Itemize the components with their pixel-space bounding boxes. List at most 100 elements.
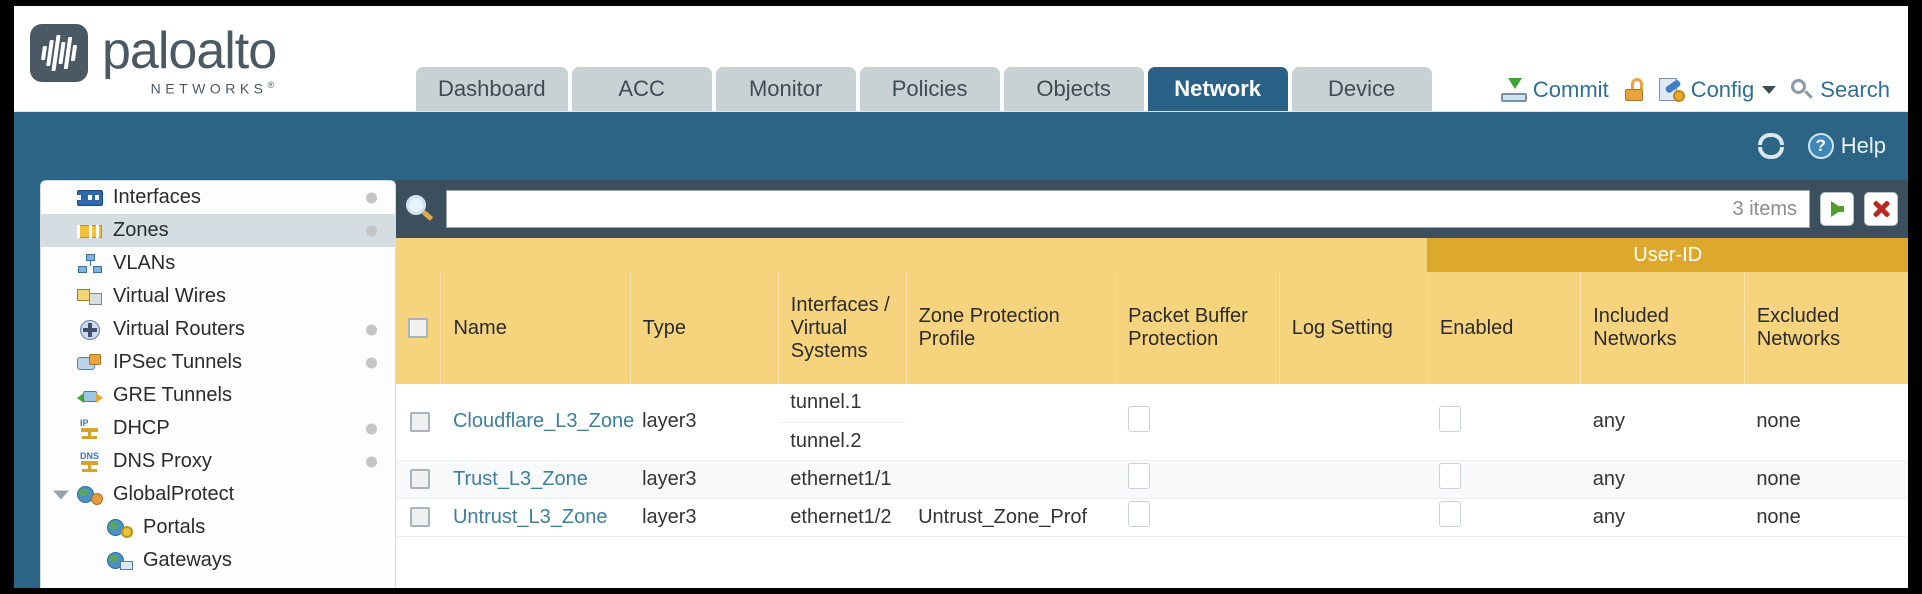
col-header-name[interactable]: Name	[440, 272, 631, 384]
refresh-icon[interactable]	[1757, 133, 1786, 159]
tab-network[interactable]: Network	[1147, 67, 1288, 111]
col-header-interfaces[interactable]: Interfaces / Virtual Systems	[777, 272, 907, 384]
col-header-userid-enabled[interactable]: Enabled	[1426, 272, 1581, 384]
zone-name-link[interactable]: Trust_L3_Zone	[452, 467, 588, 490]
table-row[interactable]: Untrust_L3_Zone layer3 ethernet1/2 Untru…	[396, 498, 1908, 537]
col-header-packet-buffer-protection[interactable]: Packet Buffer Protection	[1115, 272, 1280, 384]
filter-input-wrapper[interactable]: 3 items	[446, 190, 1810, 228]
dhcp-icon: IP	[77, 418, 103, 439]
expand-triangle-icon[interactable]	[53, 490, 69, 499]
sidebar-item-ipsec-tunnels[interactable]: IPSec Tunnels	[41, 346, 395, 379]
col-header-excluded-networks[interactable]: Excluded Networks	[1743, 272, 1908, 384]
chevron-down-icon	[1762, 86, 1777, 94]
tab-dashboard[interactable]: Dashboard	[416, 67, 568, 111]
zone-name-link[interactable]: Untrust_L3_Zone	[452, 505, 608, 528]
zones-table-wrapper: User-ID Name Type Interfaces / Virtual S…	[396, 238, 1908, 588]
tab-objects[interactable]: Objects	[1003, 67, 1144, 111]
cell-interface: tunnel.2	[778, 422, 907, 461]
clear-filter-button[interactable]	[1864, 192, 1898, 226]
sidebar-item-zones[interactable]: Zones	[41, 214, 395, 247]
sidebar-item-label: DNS Proxy	[113, 450, 212, 472]
packet-buffer-protection-checkbox[interactable]	[1127, 405, 1150, 432]
table-row[interactable]: Cloudflare_L3_Zone layer3 tunnel.1	[396, 384, 1908, 461]
sidebar-item-virtual-routers[interactable]: Virtual Routers	[41, 313, 395, 346]
gre-tunnels-icon	[77, 386, 103, 406]
sidebar-item-gre-tunnels[interactable]: GRE Tunnels	[41, 379, 395, 412]
tab-monitor[interactable]: Monitor	[715, 67, 856, 111]
commit-label: Commit	[1532, 77, 1609, 102]
search-icon	[1790, 78, 1814, 102]
col-header-type[interactable]: Type	[629, 272, 779, 384]
table-row-continuation[interactable]: tunnel.2	[396, 422, 1908, 461]
sidebar-item-label: GRE Tunnels	[113, 384, 232, 406]
tab-policies[interactable]: Policies	[859, 67, 1000, 111]
col-header-zone-protection-profile[interactable]: Zone Protection Profile	[905, 272, 1116, 384]
zone-name-link[interactable]: Cloudflare_L3_Zone	[452, 410, 635, 433]
unlock-button[interactable]	[1623, 78, 1645, 102]
items-count-label: 3 items	[1732, 197, 1797, 220]
unlock-icon	[1623, 78, 1645, 102]
apply-filter-button[interactable]	[1820, 192, 1854, 226]
sidebar-item-label: GlobalProtect	[113, 483, 235, 505]
packet-buffer-protection-checkbox[interactable]	[1127, 463, 1150, 489]
sidebar-item-label: Portals	[143, 516, 206, 538]
sidebar-item-label: DHCP	[113, 417, 170, 439]
commit-button[interactable]: Commit	[1500, 77, 1609, 103]
cell-interface: ethernet1/2	[778, 498, 907, 537]
sidebar-item-gateways[interactable]: Gateways	[41, 544, 395, 577]
main-tab-bar: Dashboard ACC Monitor Policies Objects N…	[416, 67, 1432, 111]
cell-userid-enabled	[1427, 498, 1581, 537]
filter-toolbar: 3 items	[396, 180, 1908, 238]
vlans-icon	[77, 253, 103, 274]
row-checkbox[interactable]	[410, 469, 430, 490]
zones-table-body: Cloudflare_L3_Zone layer3 tunnel.1	[396, 384, 1908, 588]
zones-panel: 3 items	[396, 180, 1908, 588]
config-menu[interactable]: Config	[1658, 77, 1777, 103]
interfaces-icon	[77, 188, 103, 208]
brand-tagline: NETWORKS®	[150, 80, 275, 97]
sidebar-item-interfaces[interactable]: Interfaces	[41, 181, 395, 214]
zones-icon	[77, 221, 103, 241]
cell-interface: ethernet1/1	[778, 460, 907, 499]
cell-excluded-networks: none	[1744, 498, 1908, 537]
sidebar-item-portals[interactable]: Portals	[41, 511, 395, 544]
cell-name: Cloudflare_L3_Zone	[440, 384, 634, 461]
userid-enabled-checkbox[interactable]	[1439, 501, 1462, 527]
group-header-spacer	[396, 238, 1428, 272]
packet-buffer-protection-checkbox[interactable]	[1127, 501, 1150, 527]
sidebar-item-dns-proxy[interactable]: DNS DNS Proxy	[41, 445, 395, 478]
col-header-log-setting[interactable]: Log Setting	[1278, 272, 1428, 384]
app-header: paloalto NETWORKS® Dashboard ACC Monitor…	[14, 6, 1908, 112]
arrow-right-icon	[1831, 201, 1844, 217]
status-dot-icon	[366, 192, 377, 203]
table-row[interactable]: Trust_L3_Zone layer3 ethernet1/1	[396, 460, 1908, 499]
filter-search-icon[interactable]	[404, 194, 436, 224]
cell-log-setting	[1279, 460, 1428, 499]
tab-acc[interactable]: ACC	[571, 67, 712, 111]
col-header-included-networks[interactable]: Included Networks	[1580, 272, 1745, 384]
select-all-header	[396, 272, 441, 384]
cell-excluded-networks: none	[1744, 384, 1908, 461]
help-button[interactable]: ? Help	[1807, 133, 1886, 159]
row-checkbox[interactable]	[410, 507, 430, 528]
select-all-checkbox[interactable]	[408, 318, 428, 339]
row-checkbox[interactable]	[410, 411, 430, 432]
sidebar-item-vlans[interactable]: VLANs	[41, 247, 395, 280]
sidebar-item-virtual-wires[interactable]: Virtual Wires	[41, 280, 395, 313]
status-dot-icon	[366, 423, 377, 434]
config-icon	[1658, 78, 1685, 102]
tab-device[interactable]: Device	[1291, 67, 1432, 111]
config-label: Config	[1690, 77, 1755, 102]
row-select-cell	[396, 384, 441, 461]
cell-userid-enabled	[1427, 384, 1581, 461]
sidebar-item-globalprotect[interactable]: GlobalProtect	[41, 478, 395, 511]
virtual-routers-icon	[77, 319, 103, 340]
group-header-userid: User-ID	[1427, 238, 1908, 272]
userid-enabled-checkbox[interactable]	[1439, 405, 1462, 432]
userid-enabled-checkbox[interactable]	[1439, 463, 1462, 489]
cell-packet-buffer-protection	[1115, 384, 1280, 461]
sidebar-item-dhcp[interactable]: IP DHCP	[41, 412, 395, 445]
help-label: Help	[1840, 133, 1886, 158]
table-empty-filler	[396, 536, 1908, 588]
search-button[interactable]: Search	[1790, 77, 1890, 103]
